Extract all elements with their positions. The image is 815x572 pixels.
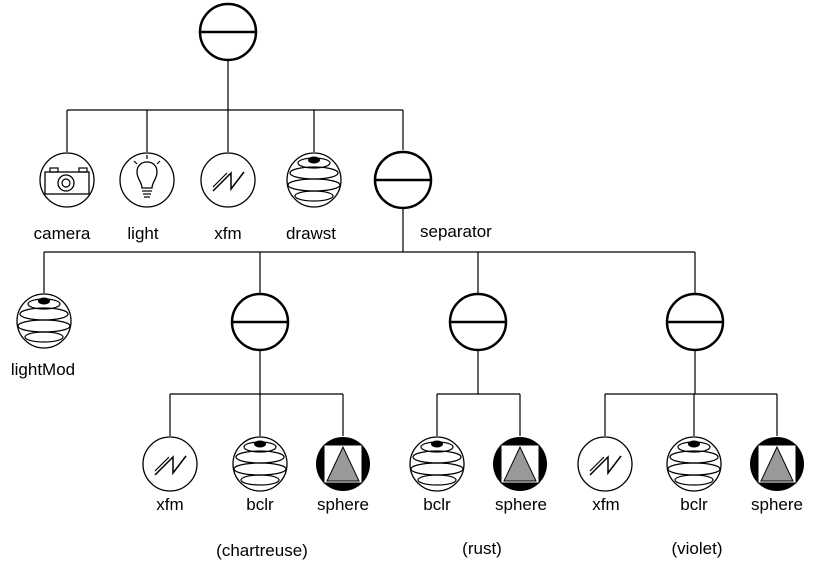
xfm-label: xfm [214, 224, 242, 243]
lightbulb-icon [119, 152, 175, 208]
group3-transform-icon [577, 436, 633, 492]
group2-note: (rust) [462, 539, 502, 558]
group1-bclr-label: bclr [246, 495, 274, 514]
separator-icon [373, 150, 433, 210]
group1-basecolor-sphere-icon [232, 436, 288, 492]
group1-xfm-label: xfm [156, 495, 184, 514]
group3-separator-icon [665, 292, 725, 352]
group3-sphere-label: sphere [751, 495, 803, 514]
transform-icon [200, 152, 256, 208]
camera-label: camera [33, 224, 91, 243]
group1-separator-icon [230, 292, 290, 352]
group1-note: (chartreuse) [216, 541, 308, 560]
group3-basecolor-sphere-icon [666, 436, 722, 492]
root-separator-icon [198, 2, 258, 62]
group2-sphere-label: sphere [495, 495, 547, 514]
group3-sphere-shape-icon [749, 436, 805, 492]
group2-sphere-shape-icon [492, 436, 548, 492]
light-label: light [127, 224, 159, 243]
group2-basecolor-sphere-icon [409, 436, 465, 492]
separator-label: separator [420, 222, 492, 241]
group3-xfm-label: xfm [592, 495, 620, 514]
group1-sphere-shape-icon [315, 436, 371, 492]
group3-note: (violet) [671, 539, 723, 558]
group1-sphere-label: sphere [317, 495, 369, 514]
group2-bclr-label: bclr [423, 495, 451, 514]
group3-bclr-label: bclr [680, 495, 708, 514]
lightmodel-sphere-icon [16, 293, 72, 349]
camera-icon [39, 152, 95, 208]
drawst-label: drawst [285, 224, 337, 243]
group1-transform-icon [142, 436, 198, 492]
group2-separator-icon [448, 292, 508, 352]
drawstyle-sphere-icon [286, 152, 342, 208]
lightmod-label: lightMod [10, 360, 76, 379]
connector-lines [43, 60, 778, 436]
